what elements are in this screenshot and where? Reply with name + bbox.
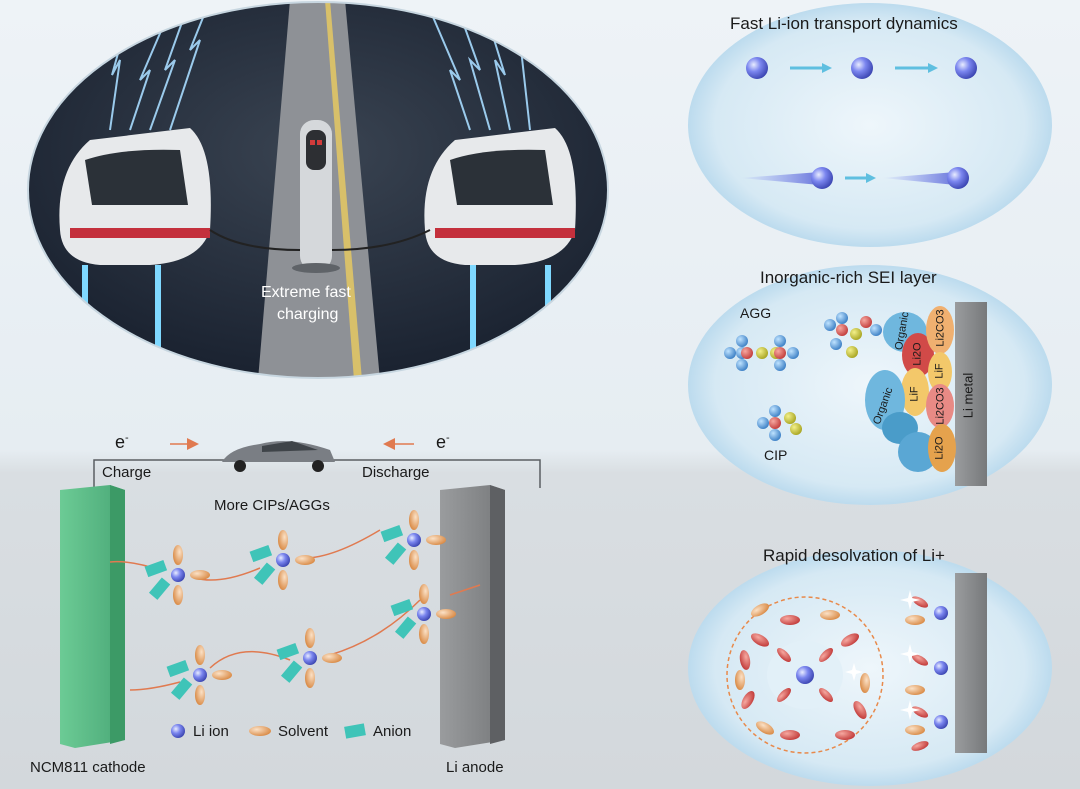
sei-lif-label-2: LiF [909, 386, 921, 401]
solvent-molecule [419, 584, 429, 604]
electron-left-sup: - [125, 432, 129, 444]
right-car [424, 128, 575, 265]
anion-molecule [167, 660, 190, 677]
li-ion [417, 607, 431, 621]
charge-label: Charge [102, 464, 151, 481]
solvent-molecule [295, 555, 315, 565]
left-car [59, 128, 210, 265]
solvent-molecule [436, 609, 456, 619]
li-ion [171, 568, 185, 582]
li-ion [407, 533, 421, 547]
solvent-molecule [173, 545, 183, 565]
sei-lif-label-1: LiF [934, 363, 946, 378]
desolvation-title: Rapid desolvation of Li+ [763, 546, 945, 566]
solvent-molecule [190, 570, 210, 580]
discharge-label: Discharge [362, 464, 430, 481]
solvent-molecule [305, 668, 315, 688]
desolvation-panel-bg [688, 550, 1052, 786]
sei-li2o-label-2: Li2O [934, 436, 946, 459]
cathode-label: NCM811 cathode [30, 759, 146, 776]
legend-anion-icon [344, 723, 366, 738]
anion-molecule [250, 545, 273, 562]
sei-li2co3-label-1: Li2CO3 [935, 309, 947, 346]
solvent-molecule [195, 645, 205, 665]
li-metal-label: Li metal [960, 373, 975, 419]
anion-molecule [149, 577, 170, 599]
legend-solvent-label: Solvent [278, 723, 328, 740]
more-cips-aggs-label: More CIPs/AGGs [214, 497, 330, 514]
legend-solvent-icon [249, 726, 271, 736]
solvent-molecule [278, 530, 288, 550]
cip-label: CIP [764, 447, 787, 463]
extreme-fast-label-line2: charging [277, 306, 338, 324]
desolvation-li-slab [955, 573, 987, 753]
solvated-li-cluster [250, 530, 315, 590]
sei-li2co3-label-2: Li2CO3 [935, 387, 947, 424]
solvated-li-cluster [167, 645, 232, 705]
transport-panel-bg [688, 3, 1052, 247]
solvated-clusters [145, 510, 456, 705]
sei-title: Inorganic-rich SEI layer [760, 268, 937, 288]
agg-label: AGG [740, 305, 771, 321]
solvent-molecule [212, 670, 232, 680]
solvated-li-cluster [381, 510, 446, 570]
solvent-molecule [409, 510, 419, 530]
li-ion [276, 553, 290, 567]
legend-li-ion-icon [171, 724, 185, 738]
anion-molecule [281, 660, 302, 682]
solvent-molecule [173, 585, 183, 605]
sedan-car [222, 441, 335, 472]
anion-molecule [385, 542, 406, 564]
legend-li-ion-label: Li ion [193, 723, 229, 740]
anion-molecule [171, 677, 192, 699]
extreme-fast-label-line1: Extreme fast [261, 284, 351, 302]
sei-li2o-label-1: Li2O [912, 342, 924, 365]
solvent-molecule [419, 624, 429, 644]
solvated-li-cluster [145, 545, 210, 605]
electron-left: e- [115, 432, 129, 453]
transport-title: Fast Li-ion transport dynamics [730, 14, 958, 34]
electron-left-symbol: e [115, 432, 125, 452]
anion-molecule [391, 599, 414, 616]
battery-scene [60, 441, 540, 748]
solvent-molecule [322, 653, 342, 663]
electron-right-sup: - [446, 432, 450, 444]
solvent-molecule [426, 535, 446, 545]
legend-anion-label: Anion [373, 723, 411, 740]
solvent-molecule [409, 550, 419, 570]
electron-right: e- [436, 432, 450, 453]
anode-label: Li anode [446, 759, 504, 776]
li-ion [193, 668, 207, 682]
anion-molecule [277, 643, 300, 660]
solvent-molecule [305, 628, 315, 648]
solvent-molecule [278, 570, 288, 590]
anion-molecule [381, 525, 404, 542]
electron-right-symbol: e [436, 432, 446, 452]
anion-molecule [254, 562, 275, 584]
li-ion [303, 651, 317, 665]
solvent-molecule [195, 685, 205, 705]
anion-molecule [145, 560, 168, 577]
